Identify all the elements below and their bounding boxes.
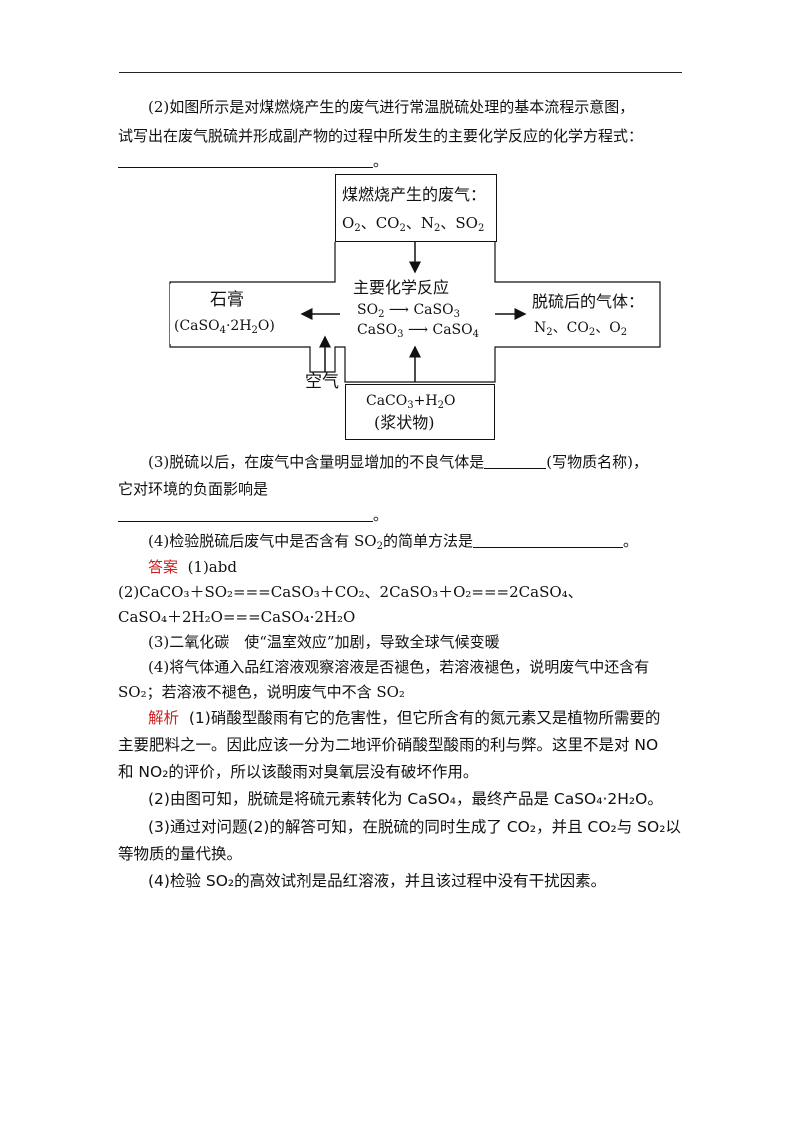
bottom-box-slurry: CaCO3+H2O (浆状物) [345, 384, 495, 440]
analysis-2: (2)由图可知，脱硫是将硫元素转化为 CaSO₄，最终产品是 CaSO₄·2H₂… [148, 790, 663, 808]
analysis-1-line-3: 和 NO₂的评价，所以该酸雨对臭氧层没有破坏作用。 [118, 763, 479, 781]
q3-blank-2[interactable] [118, 505, 373, 522]
left-box-formula: (CaSO4·2H2O) [174, 318, 275, 336]
reaction-arrow-icon: ⟶ [407, 322, 429, 338]
q3-end: 。 [373, 506, 389, 524]
q4-text-a: (4)检验脱硫后废气中是否含有 SO [148, 532, 377, 550]
left-box-gypsum: 石膏 (CaSO4·2H2O) [170, 284, 300, 344]
q3-line-2: 它对环境的负面影响是 [118, 479, 688, 499]
answer-line-4: (3)二氧化碳 使“温室效应”加剧，导致全球气候变暖 [118, 632, 688, 652]
bottom-box-label: (浆状物) [374, 413, 435, 432]
answer-2-line-1: (2)CaCO₃＋SO₂===CaSO₃＋CO₂、2CaSO₃＋O₂===2Ca… [118, 583, 583, 601]
top-box-gases: O2、CO2、N2、SO2 [342, 214, 485, 234]
analysis-1-line-1: (1)硝酸型酸雨有它的危害性，但它所含有的氮元素又是植物所需要的 [188, 709, 661, 727]
q3-text-1b: (写物质名称)， [546, 453, 648, 471]
answer-line-2: (2)CaCO₃＋SO₂===CaSO₃＋CO₂、2CaSO₃＋O₂===2Ca… [118, 582, 688, 602]
flow-diagram: 煤燃烧产生的废气： O2、CO2、N2、SO2 主要化学反应 SO2 ⟶ CaS… [150, 172, 680, 442]
reaction-arrow-icon: ⟶ [388, 302, 409, 318]
answer-2-line-2: CaSO₄＋2H₂O===CaSO₄·2H₂O [118, 608, 356, 626]
q2-line-2: 试写出在废气脱硫并形成副产物的过程中所发生的主要化学反应的化学方程式： [118, 126, 688, 146]
answer-1: (1)abd [187, 558, 237, 576]
air-label: 空气 [305, 372, 339, 392]
bottom-box-formula: CaCO3+H2O [366, 393, 456, 411]
right-box-title: 脱硫后的气体： [532, 292, 645, 311]
center-box-title: 主要化学反应 [353, 278, 450, 297]
analysis-line-7: (4)检验 SO₂的高效试剂是品红溶液，并且该过程中没有干扰因素。 [118, 871, 688, 891]
q2-line-1: (2)如图所示是对煤燃烧产生的废气进行常温脱硫处理的基本流程示意图， [118, 97, 688, 117]
q2-answer-line: 。 [118, 151, 688, 171]
answer-line-1: 答案 (1)abd [118, 557, 688, 577]
answer-4-line-1: (4)将气体通入品红溶液观察溶液是否褪色，若溶液褪色，说明废气中还含有 [148, 658, 650, 676]
q3-answer-line: 。 [118, 505, 688, 525]
top-box-title: 煤燃烧产生的废气： [342, 185, 487, 204]
q2-end: 。 [373, 152, 389, 170]
center-box-main-reaction: 主要化学反应 SO2 ⟶ CaSO3 CaSO3 ⟶ CaSO4 [343, 274, 493, 342]
q2-blank[interactable] [118, 151, 373, 168]
analysis-3-line-1: (3)通过对问题(2)的解答可知，在脱硫的同时生成了 CO₂，并且 CO₂与 S… [148, 818, 681, 836]
top-box-waste-gas: 煤燃烧产生的废气： O2、CO2、N2、SO2 [335, 174, 497, 242]
analysis-4: (4)检验 SO₂的高效试剂是品红溶液，并且该过程中没有干扰因素。 [148, 872, 607, 890]
analysis-label: 解析 [148, 709, 180, 727]
answer-3: (3)二氧化碳 使“温室效应”加剧，导致全球气候变暖 [148, 633, 500, 651]
q4-text-b: 的简单方法是 [382, 532, 473, 550]
answer-line-5: (4)将气体通入品红溶液观察溶液是否褪色，若溶液褪色，说明废气中还含有 [118, 657, 688, 677]
answer-label: 答案 [148, 558, 179, 576]
answer-4-line-2: SO₂；若溶液不褪色，说明废气中不含 SO₂ [118, 683, 405, 701]
q3-line-1: (3)脱硫以后，在废气中含量明显增加的不良气体是 (写物质名称)， [118, 452, 688, 472]
analysis-line-3: 和 NO₂的评价，所以该酸雨对臭氧层没有破坏作用。 [118, 762, 688, 782]
q3-text-2: 它对环境的负面影响是 [118, 480, 269, 498]
header-rule [119, 72, 682, 73]
q4-end: 。 [622, 532, 638, 550]
analysis-1-line-2: 主要肥料之一。因此应该一分为二地评价硝酸型酸雨的利与弊。这里不是对 NO [118, 736, 659, 754]
q4-sub: 2 [376, 541, 383, 552]
analysis-line-4: (2)由图可知，脱硫是将硫元素转化为 CaSO₄，最终产品是 CaSO₄·2H₂… [118, 789, 688, 809]
q2-text-1: (2)如图所示是对煤燃烧产生的废气进行常温脱硫处理的基本流程示意图， [148, 98, 635, 116]
center-reaction-2: CaSO3 ⟶ CaSO4 [357, 322, 480, 340]
analysis-line-6: 等物质的量代换。 [118, 844, 688, 864]
analysis-line-2: 主要肥料之一。因此应该一分为二地评价硝酸型酸雨的利与弊。这里不是对 NO [118, 735, 688, 755]
q2-text-2: 试写出在废气脱硫并形成副产物的过程中所发生的主要化学反应的化学方程式： [118, 127, 644, 145]
right-box-gases: N2、CO2、O2 [534, 320, 628, 338]
answer-line-3: CaSO₄＋2H₂O===CaSO₄·2H₂O [118, 607, 688, 627]
right-box-desulfurized-gas: 脱硫后的气体： N2、CO2、O2 [528, 284, 658, 344]
left-box-title: 石膏 [210, 290, 244, 310]
q4-blank[interactable] [472, 531, 623, 548]
center-reaction-1: SO2 ⟶ CaSO3 [357, 302, 460, 320]
answer-line-6: SO₂；若溶液不褪色，说明废气中不含 SO₂ [118, 682, 688, 702]
q4-line: (4)检验脱硫后废气中是否含有 SO2的简单方法是 。 [118, 531, 688, 552]
analysis-3-line-2: 等物质的量代换。 [118, 845, 243, 863]
analysis-line-1: 解析 (1)硝酸型酸雨有它的危害性，但它所含有的氮元素又是植物所需要的 [118, 708, 688, 728]
q3-blank-1[interactable] [484, 452, 547, 469]
analysis-line-5: (3)通过对问题(2)的解答可知，在脱硫的同时生成了 CO₂，并且 CO₂与 S… [118, 817, 688, 837]
q3-text-1a: (3)脱硫以后，在废气中含量明显增加的不良气体是 [148, 453, 485, 471]
